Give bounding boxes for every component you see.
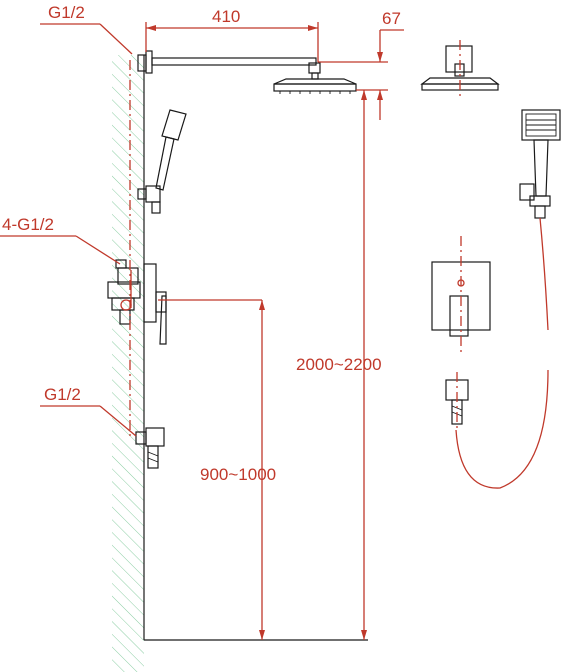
head-height-label: 2000~2200 <box>296 355 382 374</box>
shower-head-front-view <box>420 40 500 100</box>
mixer-valve-body <box>107 259 167 345</box>
bottom-inlet <box>135 427 165 469</box>
shower-hose <box>455 217 549 489</box>
dimension-valve-height <box>259 300 265 640</box>
dimension-head-offset <box>318 29 404 120</box>
leader-inlet-top <box>40 23 133 55</box>
valve-ports-label: 4-G1/2 <box>2 215 54 234</box>
inlet-top-label: G1/2 <box>48 3 85 22</box>
head-offset-label: 67 <box>382 9 401 28</box>
hand-shower-holder <box>137 109 187 214</box>
inlet-bottom-label: G1/2 <box>44 385 81 404</box>
dimension-arm-length <box>145 22 319 62</box>
shower-head <box>273 78 357 94</box>
outlet-front-view <box>445 372 469 430</box>
shower-arm <box>137 50 321 80</box>
wall-hatching <box>112 55 145 672</box>
hand-shower-front-view <box>519 109 561 219</box>
arm-length-label: 410 <box>212 7 240 26</box>
dimension-head-height <box>361 90 367 640</box>
leader-valve-ports <box>0 235 121 265</box>
leader-inlet-bottom <box>40 405 137 437</box>
valve-front-view <box>431 236 491 352</box>
valve-height-label: 900~1000 <box>200 465 276 484</box>
